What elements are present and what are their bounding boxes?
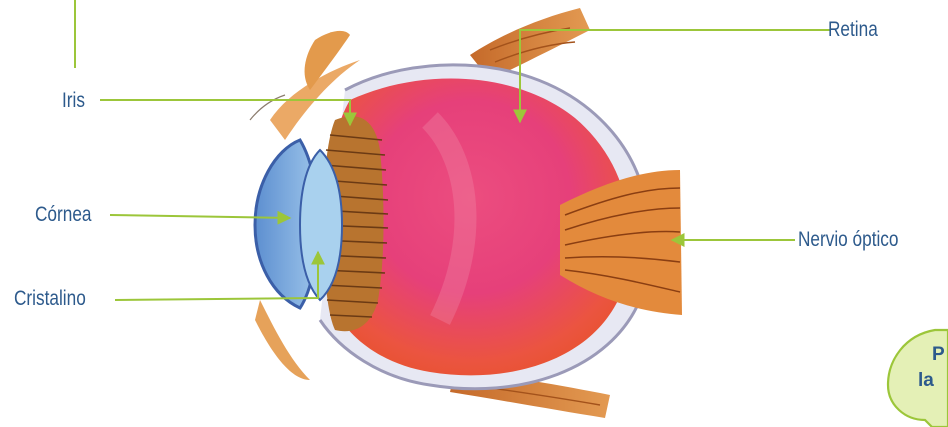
cornea-label: Córnea [35, 203, 91, 227]
bubble-text-line2: la [918, 370, 934, 392]
lens-label: Cristalino [14, 287, 86, 311]
optic-nerve-label: Nervio óptico [798, 228, 899, 252]
iris-label: Iris [62, 89, 85, 113]
retina-label: Retina [828, 18, 878, 42]
iris-leader-line [100, 100, 350, 125]
bubble-text-line1: P [932, 344, 945, 366]
